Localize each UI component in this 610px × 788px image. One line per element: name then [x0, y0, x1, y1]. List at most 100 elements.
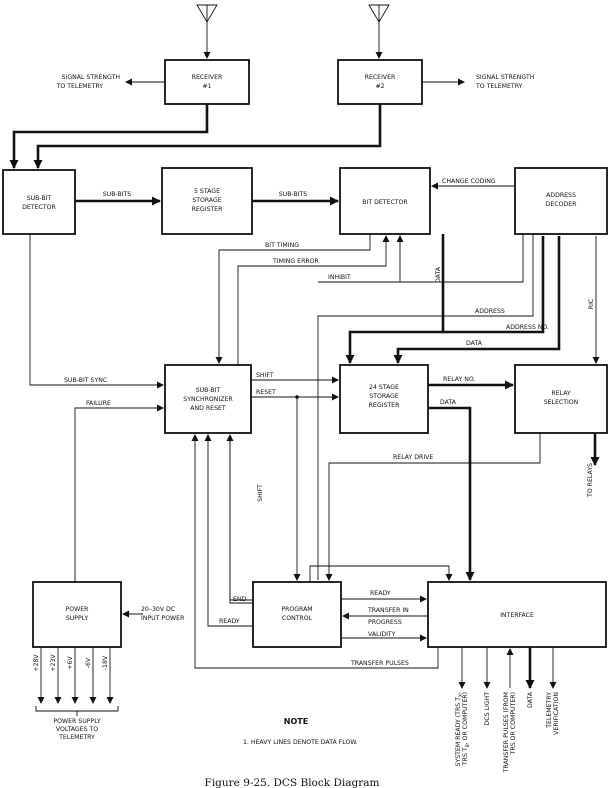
transfer-in-progress-signal: TRANSFER IN PROGRESS — [342, 607, 428, 626]
data-vertical-label: DATA — [435, 266, 442, 283]
power-supply-block: POWER SUPPLY — [32, 581, 122, 648]
storage5-label-1: 5 STAGE — [194, 188, 220, 195]
voltage-label-4: -6V — [85, 657, 92, 668]
receiver-data-flow — [9, 104, 382, 169]
subbit-detector-block: SUB-BIT DETECTOR — [2, 169, 76, 235]
note-text: 1. HEAVY LINES DENOTE DATA FLOW. — [243, 739, 358, 746]
synchronizer-block: SUB-BIT SYNCHRONIZER AND RESET — [164, 364, 252, 434]
relay-selection-label-2: SELECTION — [544, 399, 579, 406]
interface-block: INTERFACE — [427, 581, 607, 648]
voltage-outputs: +28V +23V +6V -6V -18V POWER SUPPLY VOLT… — [33, 647, 119, 741]
receiver-2-block: RECEIVER #2 — [337, 59, 423, 105]
relay-selection-label-1: RELAY — [551, 390, 571, 397]
bit-detector-block: BIT DETECTOR — [339, 167, 431, 235]
storage5-label-3: REGISTER — [192, 206, 223, 213]
address-label: ADDRESS — [475, 308, 505, 315]
program-to-interface-link — [309, 565, 453, 582]
interface-label: INTERFACE — [500, 612, 534, 619]
receiver-1-label: RECEIVER — [192, 74, 223, 81]
bit-timing-signal: BIT TIMING — [215, 234, 371, 364]
interface-output-3-line2: TRS OR COMPUTER) — [510, 692, 517, 755]
interface-output-4: DATA — [527, 691, 534, 708]
sub-bit-sync-label: SUB-BIT SYNC — [64, 377, 107, 384]
failure-signal: FAILURE — [74, 400, 164, 582]
storage5-label-2: STORAGE — [192, 197, 222, 204]
voltage-label-2: +23V — [50, 654, 57, 672]
antenna-icon-2 — [368, 4, 390, 59]
bit-detector-label: BIT DETECTOR — [362, 199, 408, 206]
to-relays-signal: TO RELAYS — [587, 433, 600, 498]
sub-bits-flow: SUB-BITS SUB-BITS — [75, 191, 339, 206]
timing-error-label: TIMING ERROR — [272, 258, 320, 265]
transfer-in-progress-line2: PROGRESS — [368, 619, 402, 626]
power-supply-note-2: VOLTAGES TO — [56, 726, 98, 733]
reset-label: RESET — [256, 389, 276, 396]
interface-output-1-line2: TRS TB, OR COMPUTER) — [462, 692, 471, 766]
end-signal: END — [229, 435, 253, 604]
change-coding-signal: CHANGE CODING — [431, 178, 515, 190]
receiver-2-number: #2 — [375, 83, 384, 90]
change-coding-label: CHANGE CODING — [442, 178, 496, 185]
signal-strength-1-line1: SIGNAL STRENGTH — [62, 74, 121, 81]
note: NOTE 1. HEAVY LINES DENOTE DATA FLOW. — [243, 717, 358, 746]
reset-signal: RESET — [251, 389, 339, 581]
relay-selection-block: RELAY SELECTION — [514, 364, 608, 434]
to-relays-label: TO RELAYS — [587, 463, 594, 498]
storage24-label-1: 24 STAGE — [369, 384, 399, 391]
ric-signal: RIC — [588, 236, 600, 364]
shift-signal: SHIFT — [251, 372, 339, 384]
signal-strength-2-line2: TO TELEMETRY — [475, 83, 523, 90]
failure-label: FAILURE — [86, 400, 111, 407]
shift-vertical-label: SHIFT — [257, 484, 264, 502]
input-power-line2: INPUT POWER — [141, 615, 185, 622]
storage24-label-3: REGISTER — [369, 402, 400, 409]
power-supply-label-1: POWER — [66, 606, 90, 613]
interface-output-2: DCS LIGHT — [484, 692, 491, 726]
data-from-bit-detector: DATA — [345, 234, 445, 364]
ready-right-signal: READY — [341, 590, 427, 603]
synchronizer-label-3: AND RESET — [190, 405, 226, 412]
bit-timing-label: BIT TIMING — [265, 242, 299, 249]
validity-label: VALIDITY — [368, 631, 396, 638]
signal-strength-1: SIGNAL STRENGTH TO TELEMETRY — [56, 74, 165, 90]
interface-output-5-line1: TELEMETRY — [546, 692, 553, 729]
inhibit-signal: INHIBIT — [318, 234, 524, 283]
receiver-1-number: #1 — [202, 83, 211, 90]
ric-label: RIC — [588, 299, 595, 309]
end-label: END — [233, 596, 247, 603]
transfer-in-progress-line1: TRANSFER IN — [367, 607, 409, 614]
input-power-signal: 20–30V DC INPUT POWER — [122, 606, 185, 622]
transfer-pulses-signal: TRANSFER PULSES — [191, 434, 439, 669]
ready-left-label: READY — [219, 618, 240, 625]
sub-bits-label-2: SUB-BITS — [279, 191, 308, 198]
validity-signal: VALIDITY — [341, 631, 427, 642]
relay-drive-label: RELAY DRIVE — [393, 454, 433, 461]
storage-register-24-block: 24 STAGE STORAGE REGISTER — [339, 364, 429, 434]
data-mid-label: DATA — [466, 340, 483, 347]
subbit-detector-label-1: SUB-BIT — [27, 195, 52, 202]
shift-vertical-signal: SHIFT — [226, 434, 264, 601]
interface-output-5-line2: VERIFICATION — [553, 692, 560, 735]
storage24-label-2: STORAGE — [369, 393, 399, 400]
ready-left-signal: READY — [204, 434, 253, 627]
program-control-block: PROGRAM CONTROL — [252, 581, 342, 648]
voltage-label-1: +28V — [33, 654, 40, 672]
antenna-icon-1 — [196, 4, 218, 59]
relay-drive-signal: RELAY DRIVE — [325, 433, 541, 581]
subbit-detector-label-2: DETECTOR — [22, 204, 56, 211]
input-power-line1: 20–30V DC — [141, 606, 175, 613]
timing-error-signal: TIMING ERROR — [237, 235, 390, 365]
receiver-1-block: RECEIVER #1 — [164, 59, 250, 105]
note-heading: NOTE — [284, 717, 308, 726]
synchronizer-label-2: SYNCHRONIZER — [183, 396, 233, 403]
data-24-label: DATA — [440, 399, 457, 406]
address-decoder-block: ADDRESS DECODER — [514, 167, 608, 235]
program-control-label-2: CONTROL — [282, 615, 313, 622]
voltage-label-3: +6V — [67, 656, 74, 670]
data-mid-signal: DATA — [393, 236, 561, 364]
address-no-signal: ADDRESS NO. — [443, 236, 549, 334]
storage-register-5-block: 5 STAGE STORAGE REGISTER — [161, 167, 253, 235]
relay-no-label: RELAY NO. — [443, 376, 476, 383]
ready-right-label: READY — [370, 590, 391, 597]
